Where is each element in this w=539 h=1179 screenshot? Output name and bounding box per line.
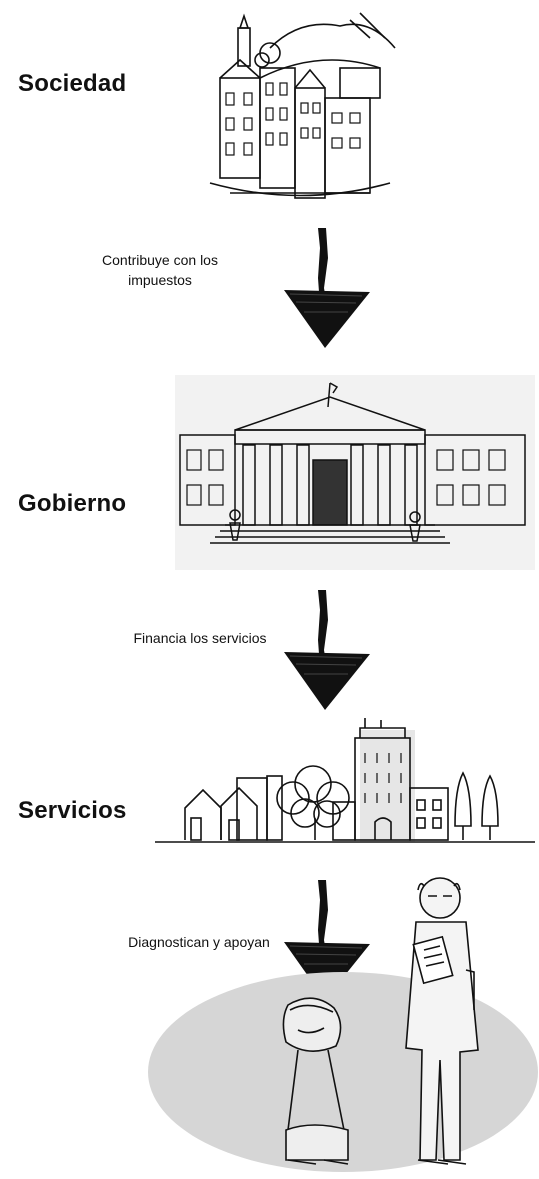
down-arrow-icon: [282, 880, 372, 1002]
down-arrow-icon: [282, 590, 372, 712]
arrow-label-diagnostican: Diagnostican y apoyan: [128, 934, 270, 950]
down-arrow-icon: [282, 228, 372, 350]
doctor-and-child-icon: [148, 860, 539, 1179]
stage-heading-servicios: Servicios: [18, 797, 127, 824]
arrow-label-financia: Financia los servicios: [133, 630, 267, 646]
parliament-building-icon: [175, 375, 535, 570]
stage-heading-gobierno: Gobierno: [18, 490, 127, 517]
city-skyline-icon: [155, 718, 535, 850]
city-sketch-icon: [200, 8, 400, 218]
arrow-label-contribuye: Contribuye con los impuestos: [102, 252, 218, 288]
stage-heading-sociedad: Sociedad: [18, 70, 127, 97]
